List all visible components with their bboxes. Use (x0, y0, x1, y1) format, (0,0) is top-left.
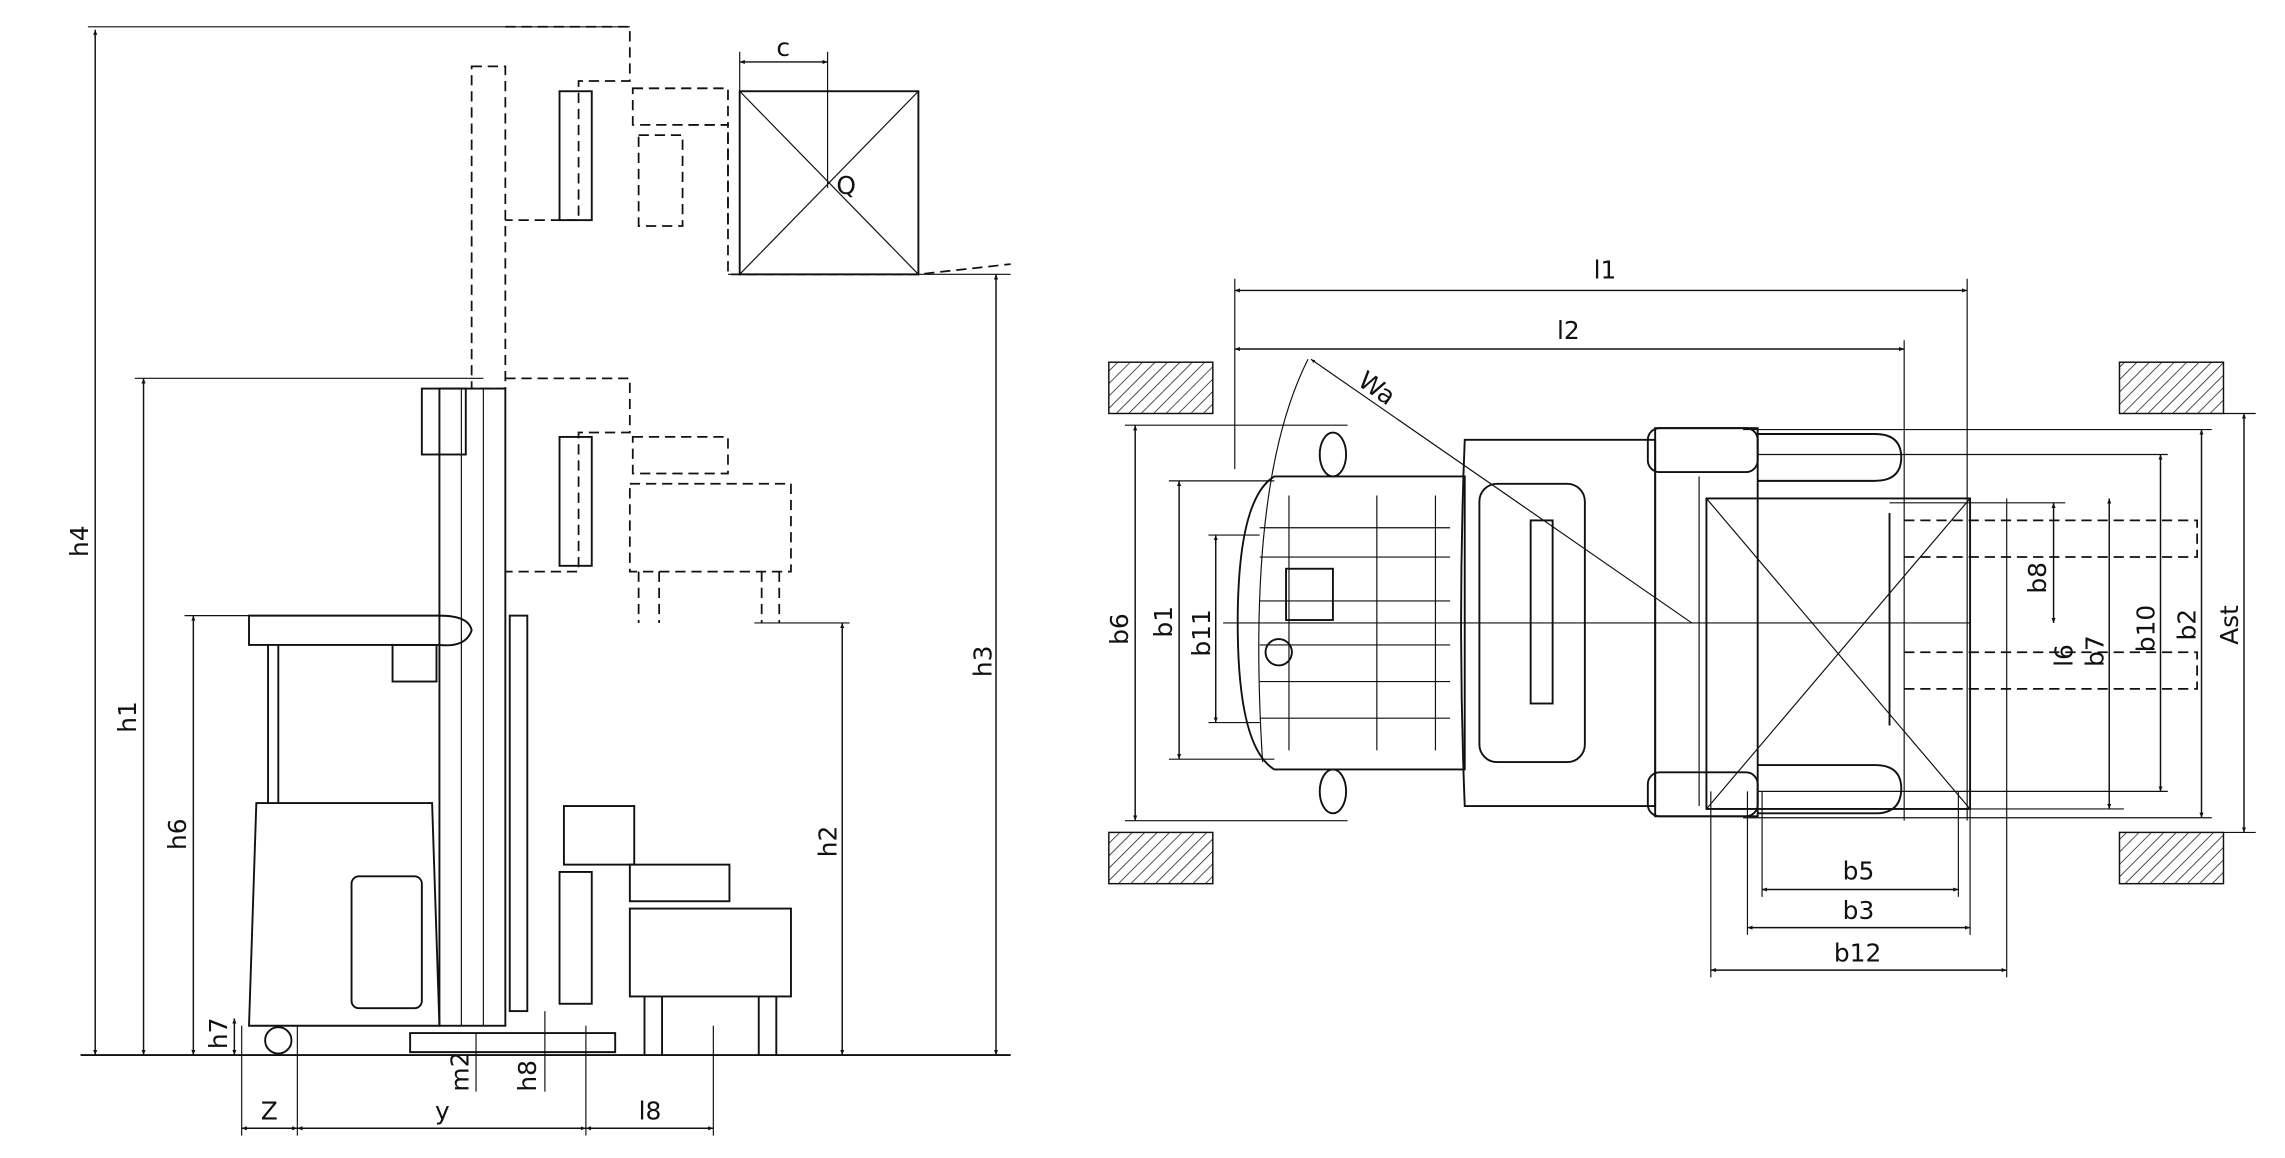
label-c: c (776, 33, 790, 62)
label-b2: b2 (2173, 609, 2202, 641)
label-b1: b1 (1149, 606, 1178, 638)
label-h3: h3 (969, 646, 998, 678)
label-h6: h6 (163, 818, 192, 850)
aisle-wall (1108, 831, 1214, 885)
label-b8: b8 (2023, 562, 2052, 594)
mast (420, 65, 529, 1027)
label-h4: h4 (65, 525, 94, 557)
label-b6: b6 (1105, 613, 1134, 645)
label-l2: l2 (1557, 316, 1580, 345)
label-h8: h8 (513, 1060, 542, 1092)
label-h2: h2 (813, 826, 842, 858)
side-view: Q c h4 h1 h6 h7 h3 h2 (65, 25, 1011, 1136)
aisle-wall (1108, 361, 1214, 415)
label-b3: b3 (1843, 896, 1875, 925)
label-y: y (435, 1096, 450, 1125)
pallet-load-top (1705, 497, 2198, 810)
label-b5: b5 (1843, 856, 1875, 885)
aisle-wall (2118, 831, 2225, 885)
label-b11: b11 (1187, 609, 1216, 656)
label-m2: m2 (446, 1052, 475, 1092)
label-l1: l1 (1594, 256, 1617, 285)
label-l6: l6 (2050, 644, 2079, 667)
carriage-upper (505, 25, 792, 623)
label-z: Z (261, 1096, 278, 1125)
label-Wa: Wa (1353, 365, 1401, 411)
truck-body (248, 614, 792, 1056)
label-b12: b12 (1834, 938, 1881, 967)
label-Q: Q (836, 171, 856, 200)
top-view: l1 l2 Wa b6 b1 b11 b8 l6 b7 b10 b2 Ast (1105, 256, 2256, 978)
label-b10: b10 (2132, 605, 2161, 652)
label-h1: h1 (113, 701, 142, 733)
load-box (727, 90, 1011, 276)
label-b7: b7 (2080, 635, 2109, 667)
aisle-wall (2118, 361, 2225, 415)
truck-top (1236, 427, 1903, 818)
label-h7: h7 (204, 1018, 233, 1050)
label-Ast: Ast (2215, 605, 2244, 645)
label-l8: l8 (639, 1096, 662, 1125)
